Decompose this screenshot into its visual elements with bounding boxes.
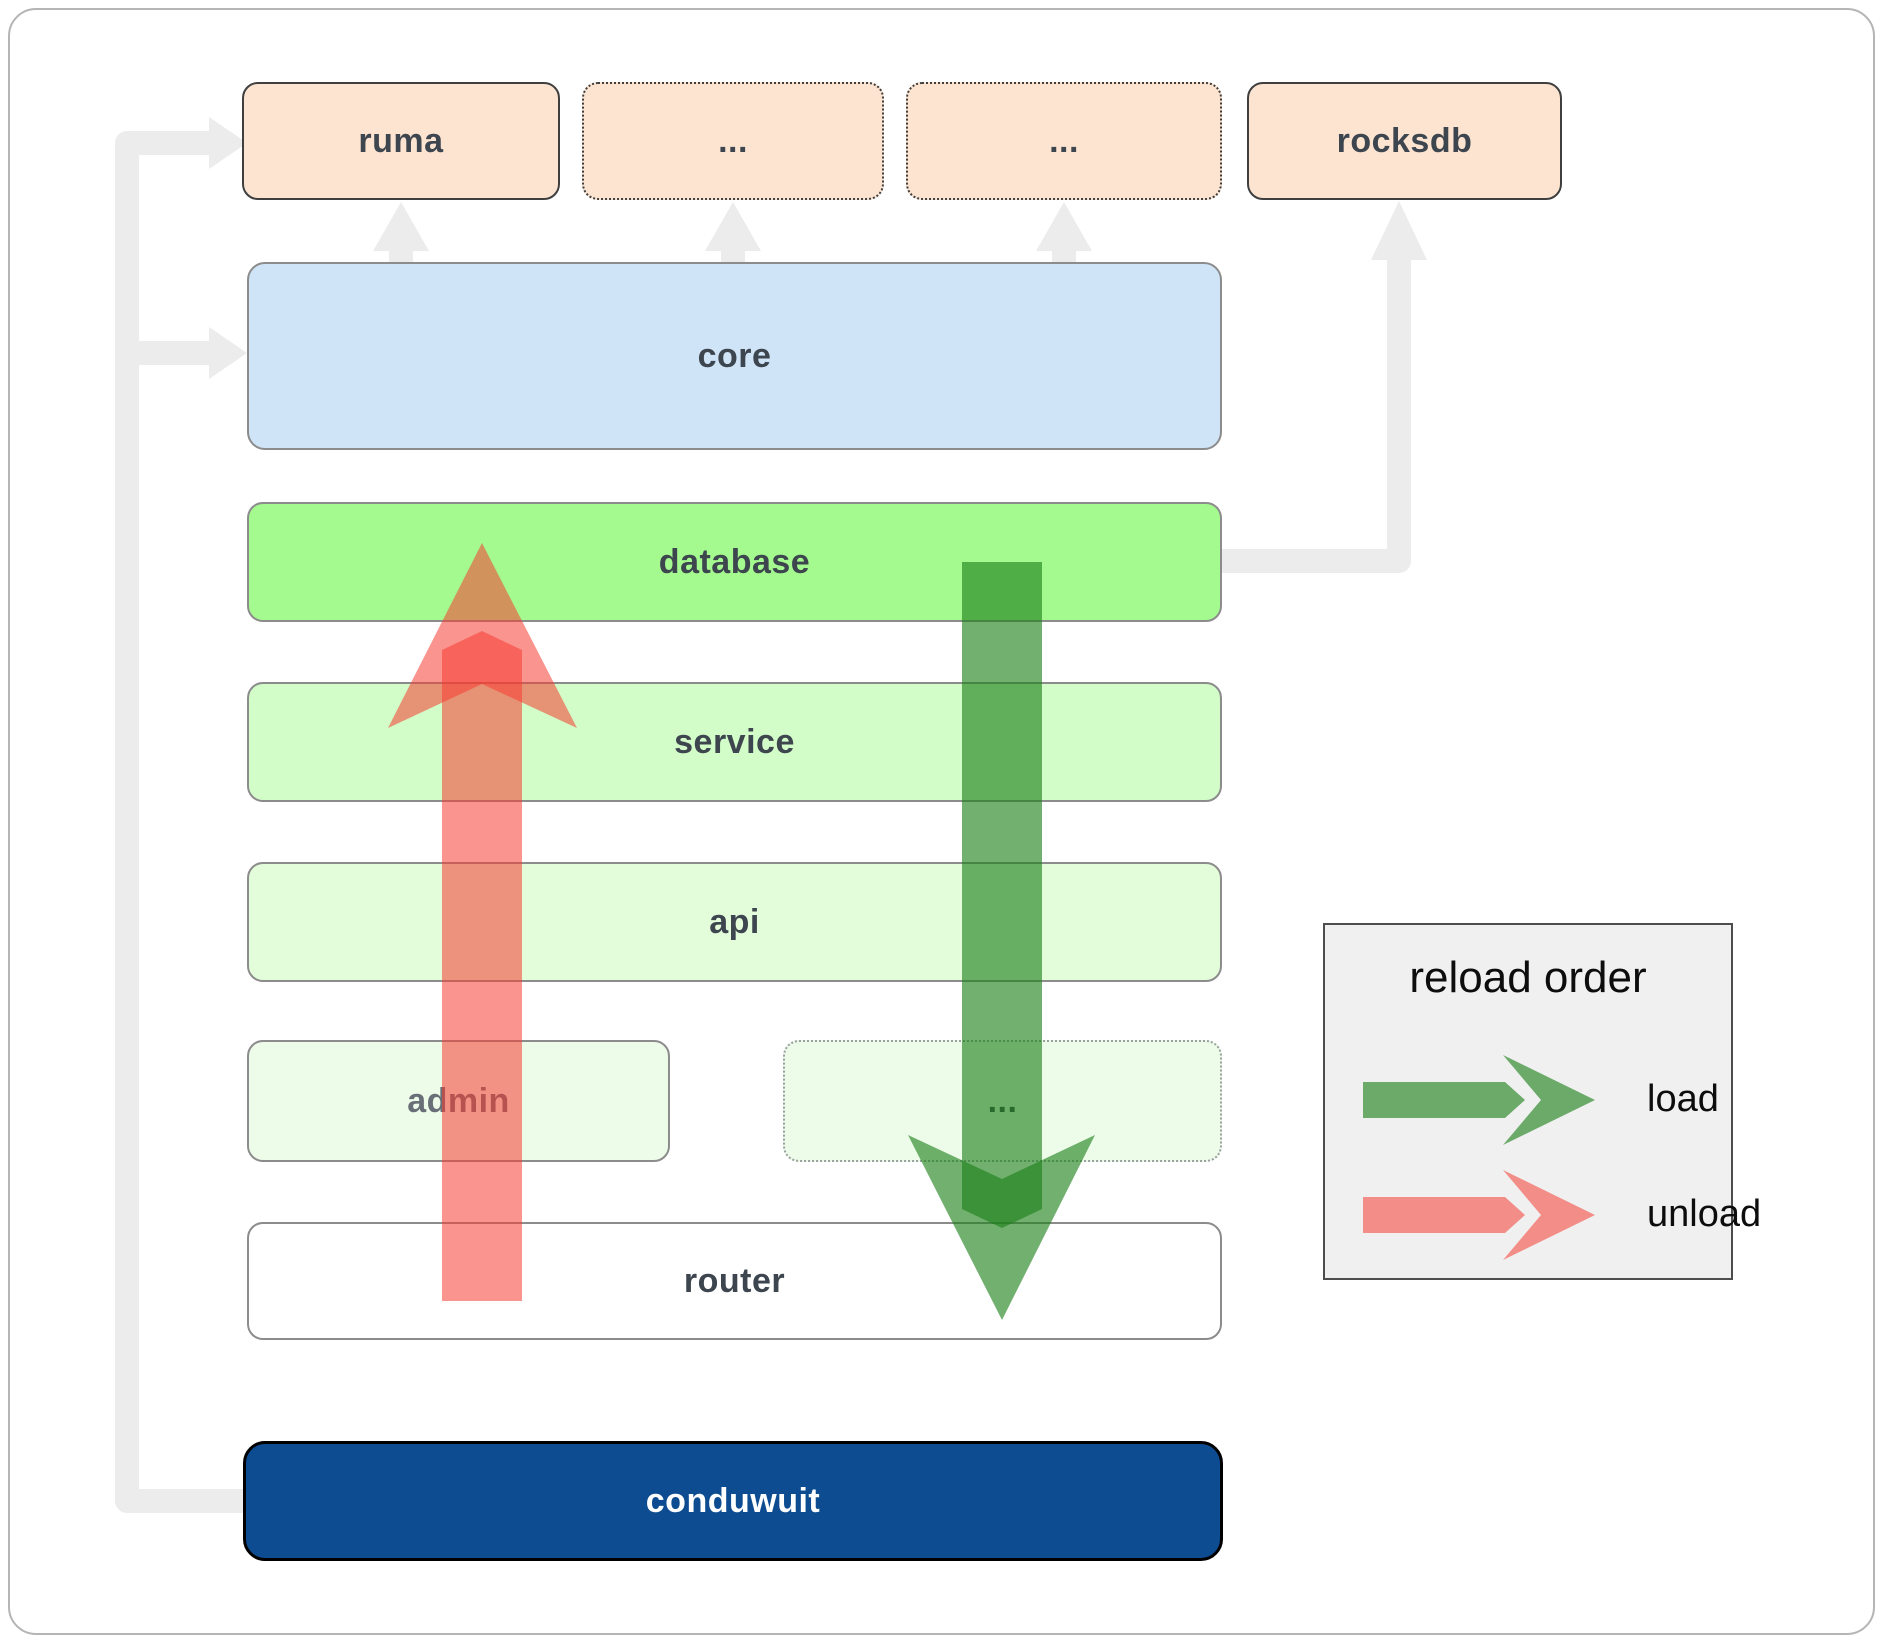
node-admin-label: admin bbox=[407, 1081, 510, 1120]
node-ellipsis-3-label: ... bbox=[987, 1081, 1018, 1120]
node-rocksdb-label: rocksdb bbox=[1336, 121, 1473, 160]
node-admin: admin bbox=[247, 1040, 670, 1162]
legend-load-label: load bbox=[1647, 1078, 1719, 1120]
legend-unload-arrow-icon bbox=[1363, 1169, 1595, 1260]
legend-unload-row: unload bbox=[1355, 1162, 1761, 1267]
node-api-label: api bbox=[709, 902, 760, 941]
legend-title: reload order bbox=[1409, 953, 1647, 1002]
node-database-label: database bbox=[658, 542, 811, 581]
node-router: router bbox=[247, 1222, 1222, 1340]
node-api: api bbox=[247, 862, 1222, 982]
node-core-label: core bbox=[697, 336, 772, 375]
legend: reload order load unload bbox=[1323, 923, 1761, 1280]
database-to-rocksdb-line bbox=[1222, 256, 1411, 573]
node-conduwuit-label: conduwuit bbox=[645, 1481, 821, 1520]
node-ellipsis-3: ... bbox=[783, 1040, 1222, 1162]
core-to-ellipsis1-arrow-icon bbox=[705, 202, 761, 263]
node-ruma: ruma bbox=[242, 82, 560, 200]
node-service-label: service bbox=[674, 722, 795, 761]
core-to-ellipsis2-arrow-icon bbox=[1036, 202, 1092, 263]
arrowhead-to-ruma-icon bbox=[209, 117, 247, 169]
node-ruma-label: ruma bbox=[358, 121, 444, 160]
node-router-label: router bbox=[683, 1261, 786, 1300]
node-rocksdb: rocksdb bbox=[1247, 82, 1562, 200]
legend-load-arrow-icon bbox=[1363, 1054, 1595, 1145]
node-core: core bbox=[247, 262, 1222, 450]
arrowhead-to-core-icon bbox=[209, 327, 247, 379]
node-service: service bbox=[247, 682, 1222, 802]
node-conduwuit: conduwuit bbox=[243, 1441, 1223, 1561]
feedback-line bbox=[115, 131, 243, 1513]
node-ellipsis-2: ... bbox=[906, 82, 1222, 200]
node-ellipsis-1: ... bbox=[582, 82, 884, 200]
legend-load-row: load bbox=[1355, 1047, 1719, 1152]
node-ellipsis-1-label: ... bbox=[718, 121, 748, 160]
node-database: database bbox=[247, 502, 1222, 622]
arrowhead-to-rocksdb-icon bbox=[1371, 201, 1427, 260]
node-ellipsis-2-label: ... bbox=[1049, 121, 1079, 160]
legend-unload-label: unload bbox=[1647, 1193, 1762, 1235]
core-to-ruma-arrow-icon bbox=[373, 202, 429, 263]
